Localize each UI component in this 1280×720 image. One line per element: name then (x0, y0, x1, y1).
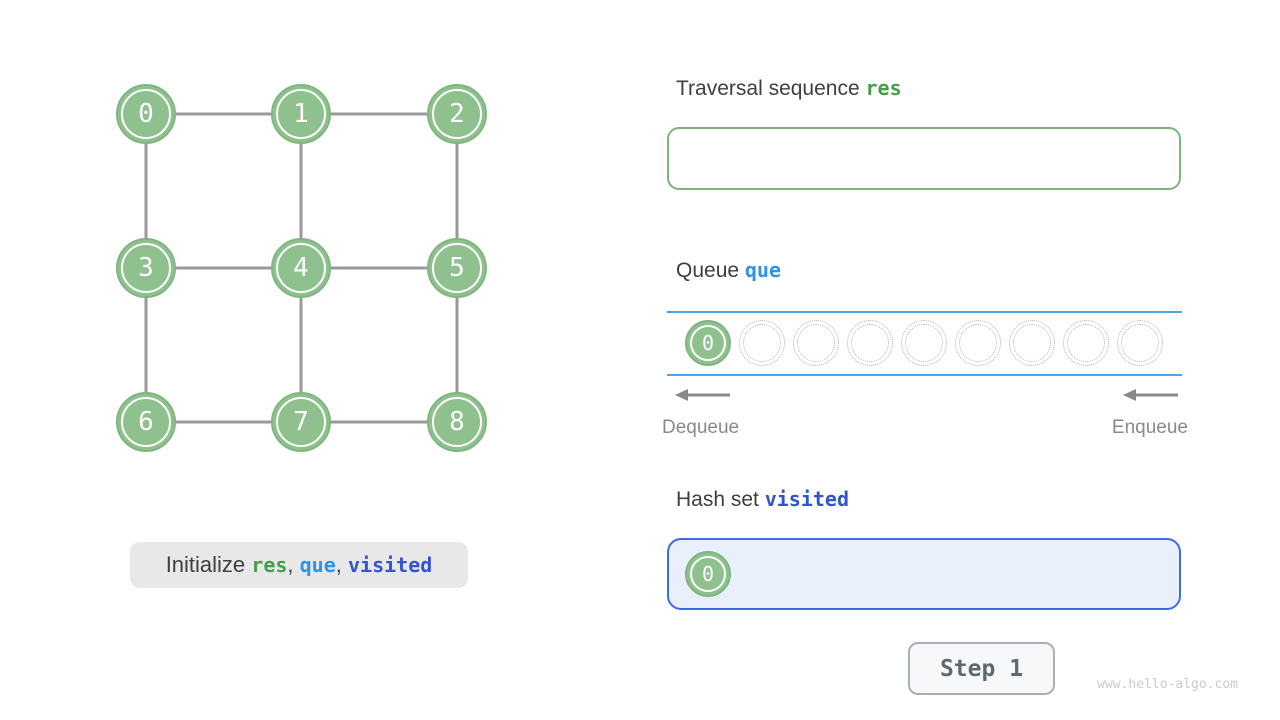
queue-track: 0 (667, 311, 1182, 376)
queue-var: que (744, 258, 782, 282)
caption-text: Initialize (165, 552, 252, 577)
enqueue-arrow-icon (1123, 389, 1178, 401)
queue-empty-slot (1117, 320, 1163, 366)
dequeue-label: Dequeue (662, 417, 740, 438)
graph-node: 6 (116, 392, 176, 452)
node-value: 6 (138, 407, 154, 437)
hash-set-heading: Hash set visited (676, 487, 849, 512)
node-value: 4 (293, 253, 309, 283)
hash-set-item: 0 (685, 551, 731, 597)
caption-var-visited: visited (348, 553, 433, 577)
graph-node: 3 (116, 238, 176, 298)
node-value: 2 (449, 99, 465, 129)
queue-empty-slot (955, 320, 1001, 366)
node-value: 0 (138, 99, 154, 129)
queue-empty-slot (1063, 320, 1109, 366)
traversal-var: res (865, 76, 902, 100)
queue-item: 0 (685, 320, 731, 366)
hash-set-var: visited (764, 487, 850, 511)
enqueue-label: Enqueue (1111, 417, 1188, 438)
traversal-sequence-heading: Traversal sequence res (676, 76, 902, 101)
status-caption: Initialize res, que, visited (130, 542, 468, 588)
caption-var-res: res (251, 553, 288, 577)
queue-empty-slot (847, 320, 893, 366)
hash-set-box: 0 (667, 538, 1181, 610)
node-value: 0 (701, 331, 715, 355)
node-value: 3 (138, 253, 154, 283)
queue-empty-slot (1009, 320, 1055, 366)
graph-node: 8 (427, 392, 487, 452)
hash-set-label: Hash set (676, 488, 765, 511)
node-value: 5 (449, 253, 465, 283)
node-value: 7 (293, 407, 309, 437)
queue-label: Queue (676, 259, 745, 282)
node-value: 8 (449, 407, 465, 437)
caption-text: , (287, 552, 300, 577)
graph-node: 0 (116, 84, 176, 144)
watermark: www.hello-algo.com (1097, 677, 1238, 692)
graph-node: 2 (427, 84, 487, 144)
node-value: 1 (293, 99, 309, 129)
step-button[interactable]: Step 1 (908, 642, 1055, 695)
graph-node: 5 (427, 238, 487, 298)
node-value: 0 (701, 562, 715, 586)
graph-panel: 0 1 2 3 4 5 6 7 8 (0, 0, 620, 520)
dequeue-arrow-icon (675, 389, 730, 401)
graph-node: 1 (271, 84, 331, 144)
queue-empty-slot (901, 320, 947, 366)
graph-node: 7 (271, 392, 331, 452)
caption-var-que: que (299, 553, 336, 577)
queue-empty-slot (739, 320, 785, 366)
traversal-sequence-box (667, 127, 1181, 190)
queue-empty-slot (793, 320, 839, 366)
graph-node: 4 (271, 238, 331, 298)
queue-heading: Queue que (676, 258, 781, 283)
caption-text: , (335, 552, 348, 577)
traversal-label: Traversal sequence (676, 77, 866, 100)
